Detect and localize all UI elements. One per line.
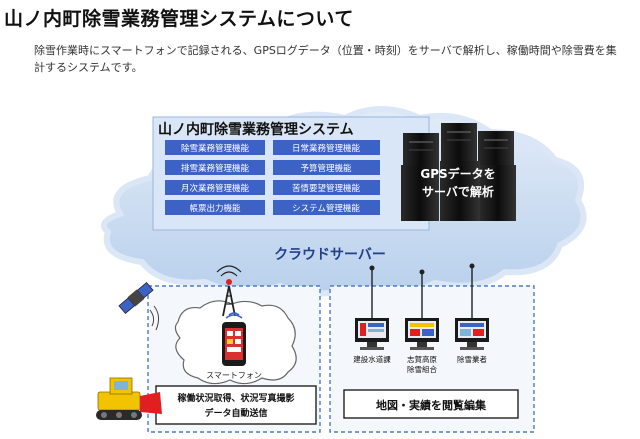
system-panel — [152, 116, 430, 231]
function-button-1 — [165, 140, 265, 155]
field-caption-box — [155, 385, 317, 425]
smartphone-icon — [222, 312, 246, 366]
computer-2-label-line2: 除雪組合 — [407, 364, 437, 374]
network-lines — [371, 266, 473, 318]
phone-label: スマートフォン — [206, 371, 262, 380]
function-label-8: システム管理機能 — [292, 203, 360, 214]
function-button-8 — [273, 200, 380, 215]
computer-icon-2 — [405, 318, 439, 350]
computer-2-label-line1: 志賀高原 — [407, 354, 437, 364]
computer-icon-1 — [355, 318, 389, 350]
function-label-5: 月次業務管理機能 — [181, 183, 250, 194]
server-label-line1: GPSデータを — [420, 166, 495, 181]
function-button-5 — [165, 180, 265, 195]
cloud-label: クラウドサーバー — [274, 247, 386, 263]
office-caption: 地図・実績を閲覧編集 — [376, 398, 487, 412]
function-label-4: 予算管理機能 — [300, 163, 352, 174]
function-button-6 — [273, 180, 380, 195]
computer-icon-3 — [455, 318, 489, 350]
system-title: 山ノ内町除雪業務管理システム — [158, 121, 354, 138]
function-button-4 — [273, 160, 380, 175]
function-button-2 — [273, 140, 380, 155]
office-caption-box — [343, 389, 519, 419]
server-label-line2: サーバで解析 — [422, 184, 494, 199]
function-label-3: 排雪業務管理機能 — [181, 163, 250, 174]
antenna-tower-icon — [216, 265, 242, 317]
function-label-7: 帳票出力機能 — [189, 203, 241, 214]
field-caption-line1: 稼働状況取得、状況写真撮影 — [177, 392, 294, 404]
computer-3-label: 除雪業者 — [457, 354, 487, 364]
function-label-2: 日常業務管理機能 — [292, 143, 361, 154]
page-title: 山ノ内町除雪業務管理システムについて — [4, 8, 354, 30]
function-button-3 — [165, 160, 265, 175]
computer-1-label: 建設水道課 — [353, 354, 391, 364]
page-description: 除雪作業時にスマートフォンで記録される、GPSログデータ（位置・時刻）をサーバで… — [34, 44, 617, 74]
function-label-1: 除雪業務管理機能 — [181, 143, 250, 154]
function-button-7 — [165, 200, 265, 215]
bulldozer-icon — [96, 377, 162, 420]
field-caption-line2: データ自動送信 — [204, 407, 267, 419]
function-label-6: 苦情要望管理機能 — [292, 183, 361, 194]
satellite-icon — [118, 282, 160, 331]
server-rack-icon — [401, 123, 516, 221]
